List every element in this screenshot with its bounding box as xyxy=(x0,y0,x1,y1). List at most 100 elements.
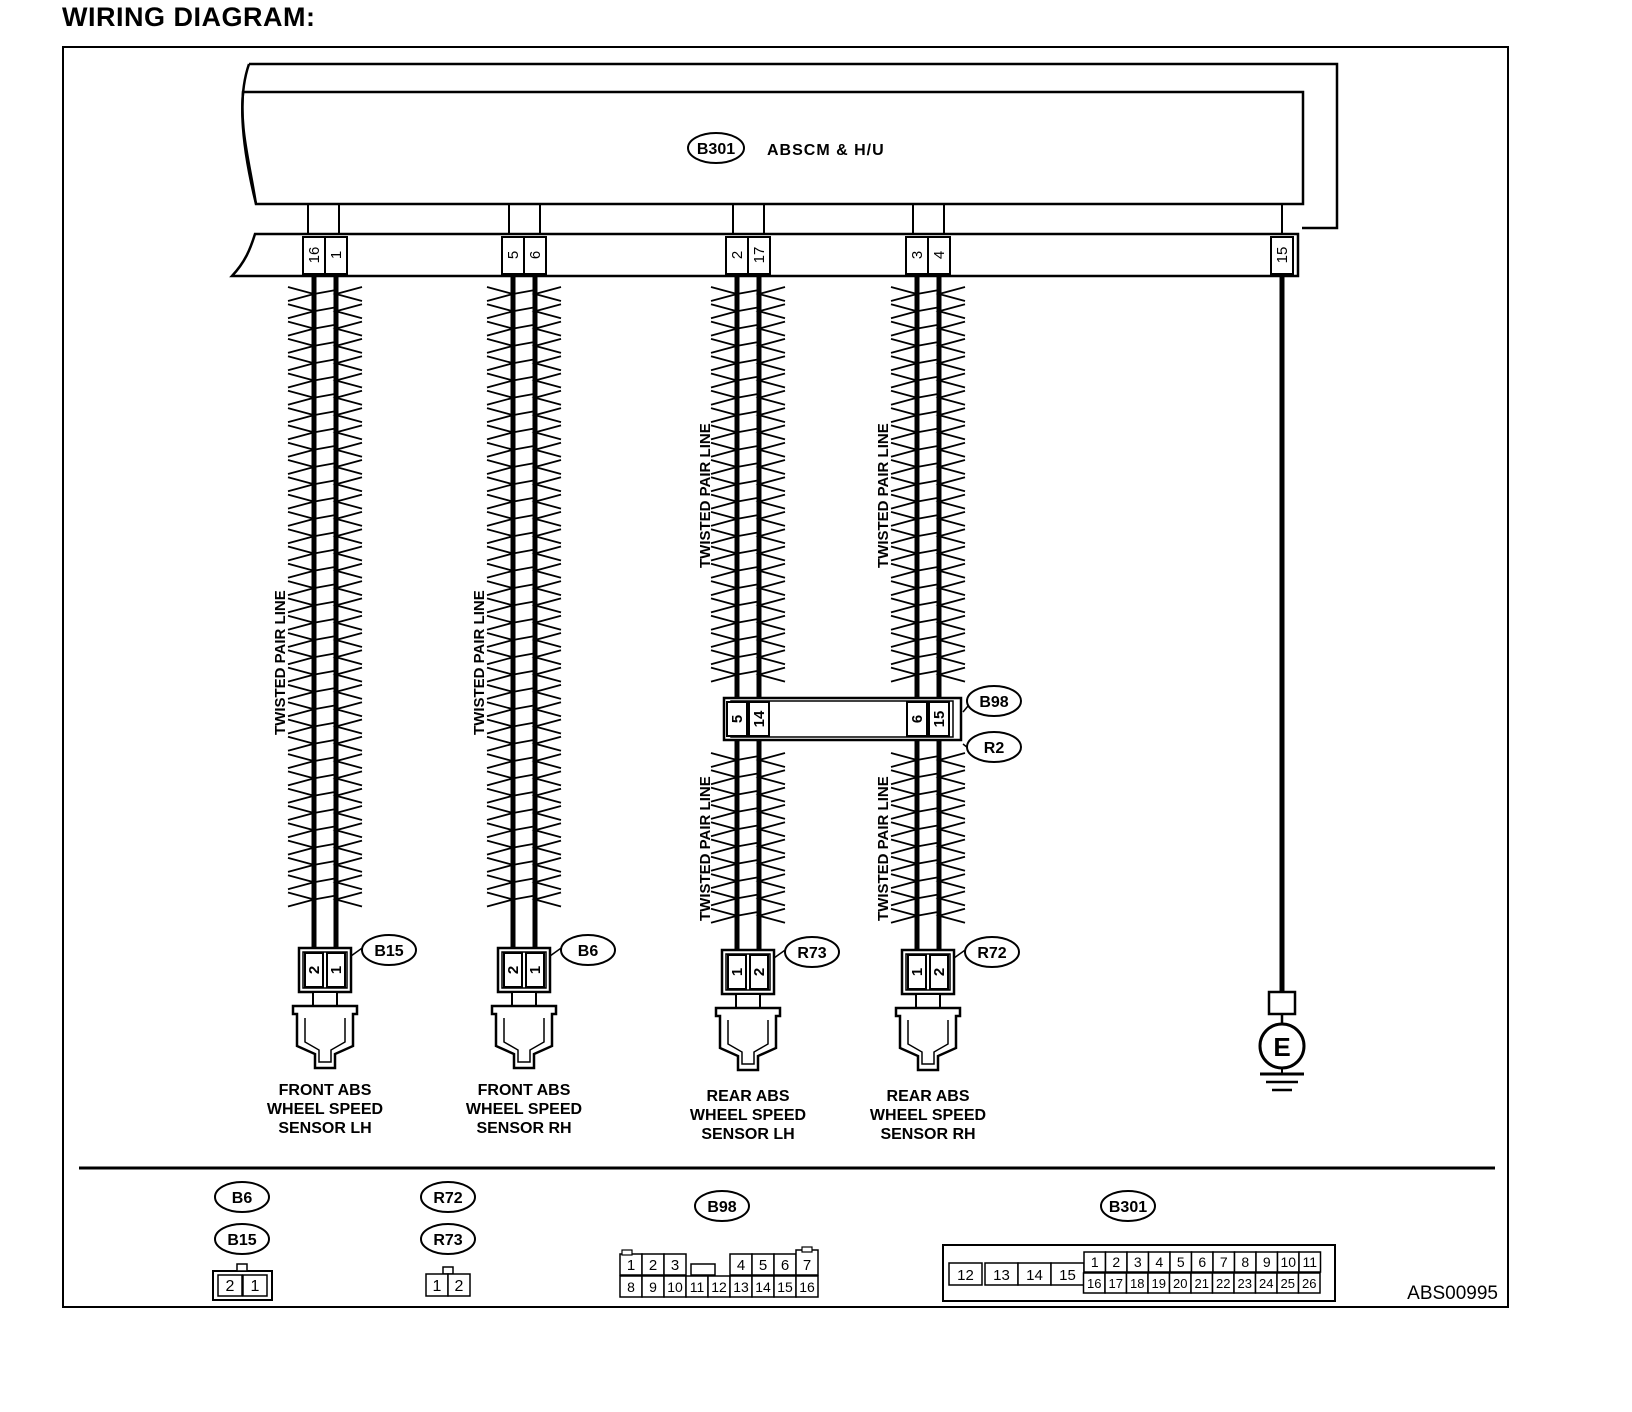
sensor-pin-number: 1 xyxy=(328,966,345,974)
pin-stubs xyxy=(307,203,1283,235)
connector-view-pin: 21 xyxy=(1195,1276,1209,1291)
connector-view-pin: 3 xyxy=(1134,1254,1142,1270)
connector-view-cell xyxy=(1298,1251,1322,1273)
sensor-label-line: SENSOR LH xyxy=(701,1126,794,1143)
intermediate-connector-upper-label: B98 xyxy=(979,694,1008,711)
sensor-pin-box xyxy=(907,954,927,990)
sensor-pin-box xyxy=(503,952,523,988)
intermediate-pin-box xyxy=(928,701,950,737)
r72-badge xyxy=(420,1181,476,1213)
connector-view-pin: 23 xyxy=(1238,1276,1252,1291)
connector-view-pin: 20 xyxy=(1173,1276,1187,1291)
b98-key xyxy=(690,1263,716,1276)
b301-label: B301 xyxy=(1109,1199,1147,1216)
module-pin-number: 6 xyxy=(527,251,544,259)
abscm-module xyxy=(229,62,1339,278)
sensor-body-inner xyxy=(304,1018,346,1063)
r72-label: R72 xyxy=(433,1190,462,1207)
twisted-pair-label: TWISTED PAIR LINE xyxy=(471,590,488,735)
connector-view-pin: 11 xyxy=(1302,1254,1317,1270)
twisted-pair-coil xyxy=(710,752,786,924)
twisted-pair-coil xyxy=(890,286,966,683)
sensor-connector-label: B15 xyxy=(374,943,403,960)
diagram-border xyxy=(62,46,1509,1308)
module-pin-number: 2 xyxy=(729,251,746,259)
twisted-pair-coil xyxy=(486,286,562,908)
connector-view-cell xyxy=(948,1262,983,1286)
connector-view-cell xyxy=(242,1274,268,1297)
sensor-body-inner xyxy=(727,1020,769,1065)
sensor-pin-box xyxy=(749,954,769,990)
intermediate-connector-lower-label: R2 xyxy=(984,740,1005,757)
connector-view-pin: 14 xyxy=(1026,1267,1043,1284)
module-pin-number: 4 xyxy=(931,251,948,259)
sensor-label-line: FRONT ABS xyxy=(279,1082,372,1099)
b98-key-right xyxy=(801,1246,813,1253)
sensor-label-line: REAR ABS xyxy=(887,1088,970,1105)
connector-view-pin: 10 xyxy=(1280,1254,1296,1270)
sensor-connector-label: B6 xyxy=(578,943,599,960)
connector-view-pin: 19 xyxy=(1152,1276,1166,1291)
connector-view-pin: 1 xyxy=(433,1278,442,1295)
b98-label: B98 xyxy=(707,1199,736,1216)
connector-view-cell xyxy=(663,1253,687,1276)
connector-view-pin: 12 xyxy=(957,1267,974,1284)
twisted-pair-labels: TWISTED PAIR LINE TWISTED PAIR LINE TWIS… xyxy=(272,423,892,921)
sensor-connector-badge xyxy=(560,934,616,966)
connector-view-pin: 8 xyxy=(1241,1254,1249,1270)
sensor-pin-number: 1 xyxy=(909,968,926,976)
connector-view-cell xyxy=(217,1274,243,1297)
twisted-pair-label: TWISTED PAIR LINE xyxy=(697,423,714,568)
connector-view-pin: 4 xyxy=(737,1257,745,1274)
connector-view-pin: 2 xyxy=(649,1257,657,1274)
connector-view-pin: 13 xyxy=(733,1279,749,1295)
connector-view-pin: 22 xyxy=(1216,1276,1230,1291)
ground-symbol: E xyxy=(1258,276,1306,1092)
sensor-body-inner xyxy=(503,1018,545,1063)
intermediate-pin-number: 5 xyxy=(729,715,746,723)
b6-b15-key xyxy=(236,1263,248,1272)
page-title: WIRING DIAGRAM: xyxy=(62,2,316,32)
connector-view-pin: 5 xyxy=(1177,1254,1185,1270)
sensor-label-line: WHEEL SPEED xyxy=(466,1101,582,1118)
connector-view-pin: 8 xyxy=(627,1279,635,1295)
connector-view-cell xyxy=(795,1275,819,1298)
twisted-pair-coil xyxy=(287,286,363,908)
connector-view-cell xyxy=(1297,1272,1321,1294)
sensor-label-line: SENSOR LH xyxy=(278,1120,371,1137)
sensor-pin-number: 1 xyxy=(527,966,544,974)
sensor-stub xyxy=(511,991,537,1007)
sensor-pin-number: 2 xyxy=(505,966,522,974)
module-pin-number: 5 xyxy=(505,251,522,259)
sensor-label-line: WHEEL SPEED xyxy=(267,1101,383,1118)
intermediate-pin-box xyxy=(726,701,748,737)
connector-view-pin: 10 xyxy=(667,1279,683,1295)
connector-view-pin: 15 xyxy=(777,1279,793,1295)
sensor-pin-box xyxy=(525,952,545,988)
sensor-connector-label: R72 xyxy=(977,945,1006,962)
sensor-body xyxy=(714,1006,782,1072)
b15-badge xyxy=(214,1223,270,1255)
sensor-label-line: WHEEL SPEED xyxy=(870,1107,986,1124)
twisted-pair-coil xyxy=(890,752,966,924)
sensor-pin-number: 2 xyxy=(306,966,323,974)
connector-view-pin: 7 xyxy=(1220,1254,1228,1270)
sensor-label-line: REAR ABS xyxy=(707,1088,790,1105)
intermediate-pin-box xyxy=(906,701,928,737)
connector-view-pin: 15 xyxy=(1059,1267,1076,1284)
ground-label: E xyxy=(1273,1032,1290,1062)
connector-view-pin: 1 xyxy=(627,1257,635,1274)
connector-view-pin: 13 xyxy=(993,1267,1010,1284)
sensor-connector-label: R73 xyxy=(797,945,826,962)
module-connector-badge: B301 xyxy=(687,132,745,164)
sensor-pin-box xyxy=(304,952,324,988)
sensor-body xyxy=(490,1004,558,1070)
sensor-body-inner xyxy=(907,1020,949,1065)
